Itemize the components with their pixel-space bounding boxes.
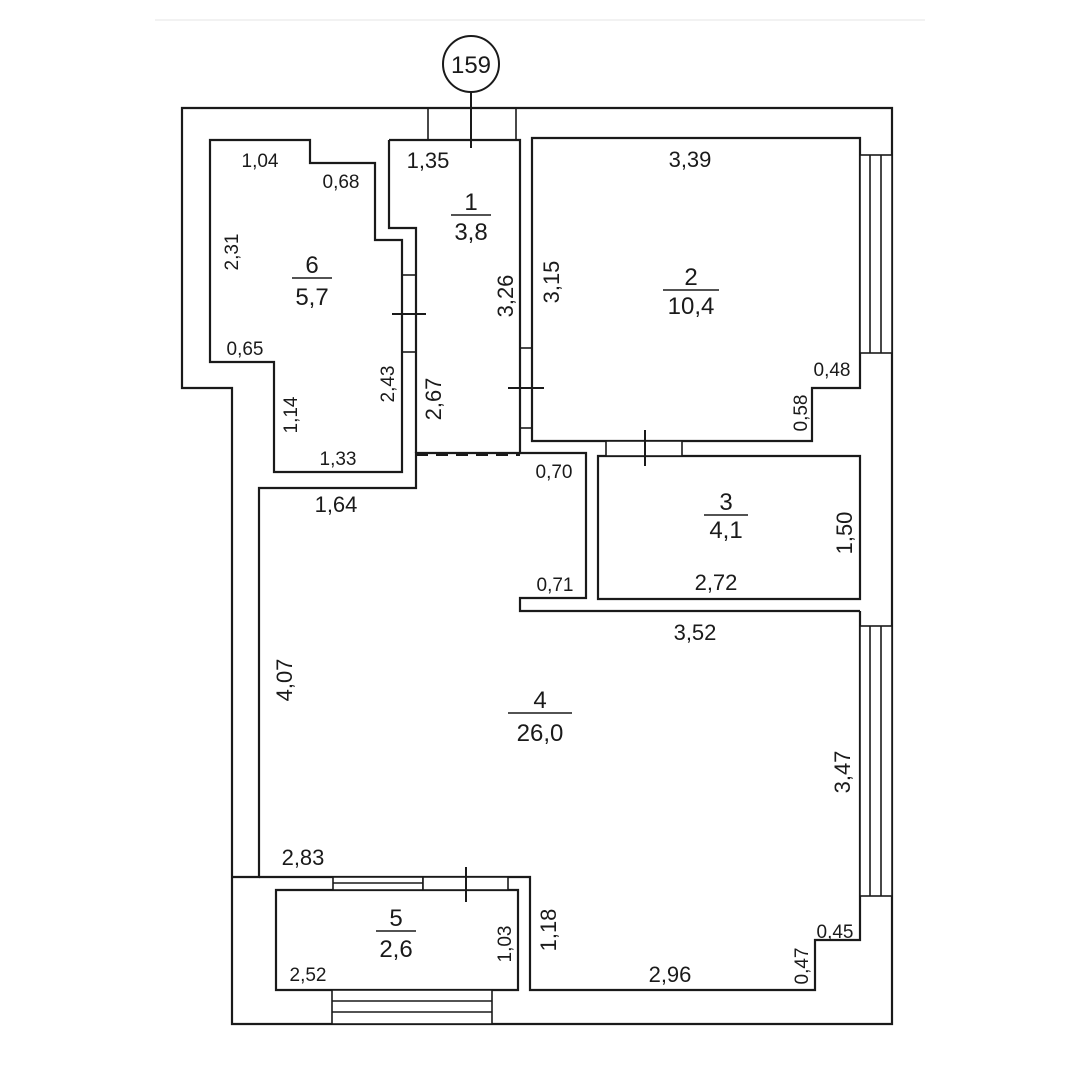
room-2-number: 2 — [684, 264, 697, 291]
dim-r2-notch-w: 0,48 — [814, 360, 851, 381]
dim-r4-bottom-left: 2,83 — [282, 845, 325, 870]
dim-r2-notch-h: 0,58 — [791, 395, 812, 432]
dim-r6-step: 0,68 — [323, 172, 360, 193]
balcony-window — [331, 989, 493, 1025]
dim-r2-top: 3,39 — [669, 147, 712, 172]
balcony-door — [332, 867, 509, 902]
room-1-left-wall — [387, 140, 418, 453]
dim-r1-top: 1,35 — [407, 148, 450, 173]
bedroom-door — [508, 347, 544, 429]
dim-corridor-width: 2,67 — [421, 378, 446, 421]
room-3-area: 4,1 — [709, 517, 742, 544]
room-label-6: 6 5,7 — [292, 252, 332, 311]
room-4-area: 26,0 — [517, 720, 564, 747]
dim-r4-bottom: 2,96 — [649, 962, 692, 987]
room-label-2: 2 10,4 — [663, 264, 719, 320]
dim-r3-right: 1,50 — [832, 512, 857, 555]
room-6-number: 6 — [305, 252, 318, 279]
dim-r4-top: 3,52 — [674, 620, 717, 645]
dim-r6-top: 1,04 — [242, 151, 279, 172]
room-1-outline — [232, 138, 522, 879]
dim-r6-lower-left: 1,14 — [281, 396, 302, 433]
dim-hall-top: 1,64 — [315, 492, 358, 517]
dim-r1-right: 3,26 — [493, 275, 518, 318]
dim-r6-ledge: 0,65 — [227, 339, 264, 360]
room-5-number: 5 — [389, 905, 402, 932]
dim-r4-left: 4,07 — [272, 659, 297, 702]
room-5-area: 2,6 — [379, 936, 412, 963]
dim-r3-bottom: 2,72 — [695, 570, 738, 595]
dim-r6-left: 2,31 — [222, 234, 243, 271]
room-1-number: 1 — [464, 189, 477, 216]
outer-wall — [180, 106, 894, 1026]
room-2-outline — [530, 136, 862, 443]
nook-wall — [518, 451, 860, 613]
room-2-area: 10,4 — [668, 293, 715, 320]
dim-r4-notch-w: 0,45 — [817, 922, 854, 943]
entrance-door — [427, 108, 517, 140]
room-label-5: 5 2,6 — [376, 905, 416, 963]
room-label-4: 4 26,0 — [508, 687, 572, 747]
bedroom-window — [859, 154, 893, 354]
room-6-outline — [208, 138, 404, 474]
room-3-number: 3 — [719, 489, 732, 516]
dim-r6-bottom: 1,33 — [320, 449, 357, 470]
dim-r4-notch-h: 0,47 — [792, 948, 813, 985]
dim-r2-left: 3,15 — [539, 261, 564, 304]
room-3-outline — [596, 454, 862, 601]
storage-door — [605, 430, 683, 466]
dim-nook-top: 0,70 — [536, 462, 573, 483]
dim-nook-bottom: 0,71 — [537, 575, 574, 596]
dim-r4-right: 3,47 — [830, 751, 855, 794]
dim-r6-right: 2,43 — [378, 366, 399, 403]
apartment-number: 159 — [451, 52, 491, 79]
apartment-tag: 159 — [442, 35, 500, 148]
living-window — [859, 625, 893, 897]
dim-r4-lower-left: 1,18 — [536, 909, 561, 952]
room-label-1: 1 3,8 — [451, 189, 491, 246]
dim-r5-right: 1,03 — [495, 926, 516, 963]
room-1-area: 3,8 — [454, 219, 487, 246]
room-4-number: 4 — [533, 687, 546, 714]
room-6-area: 5,7 — [295, 284, 328, 311]
room-label-3: 3 4,1 — [704, 489, 748, 544]
dim-r5-bottom: 2,52 — [290, 965, 327, 986]
bathroom-door — [392, 274, 426, 353]
room-4-outline — [259, 611, 862, 992]
